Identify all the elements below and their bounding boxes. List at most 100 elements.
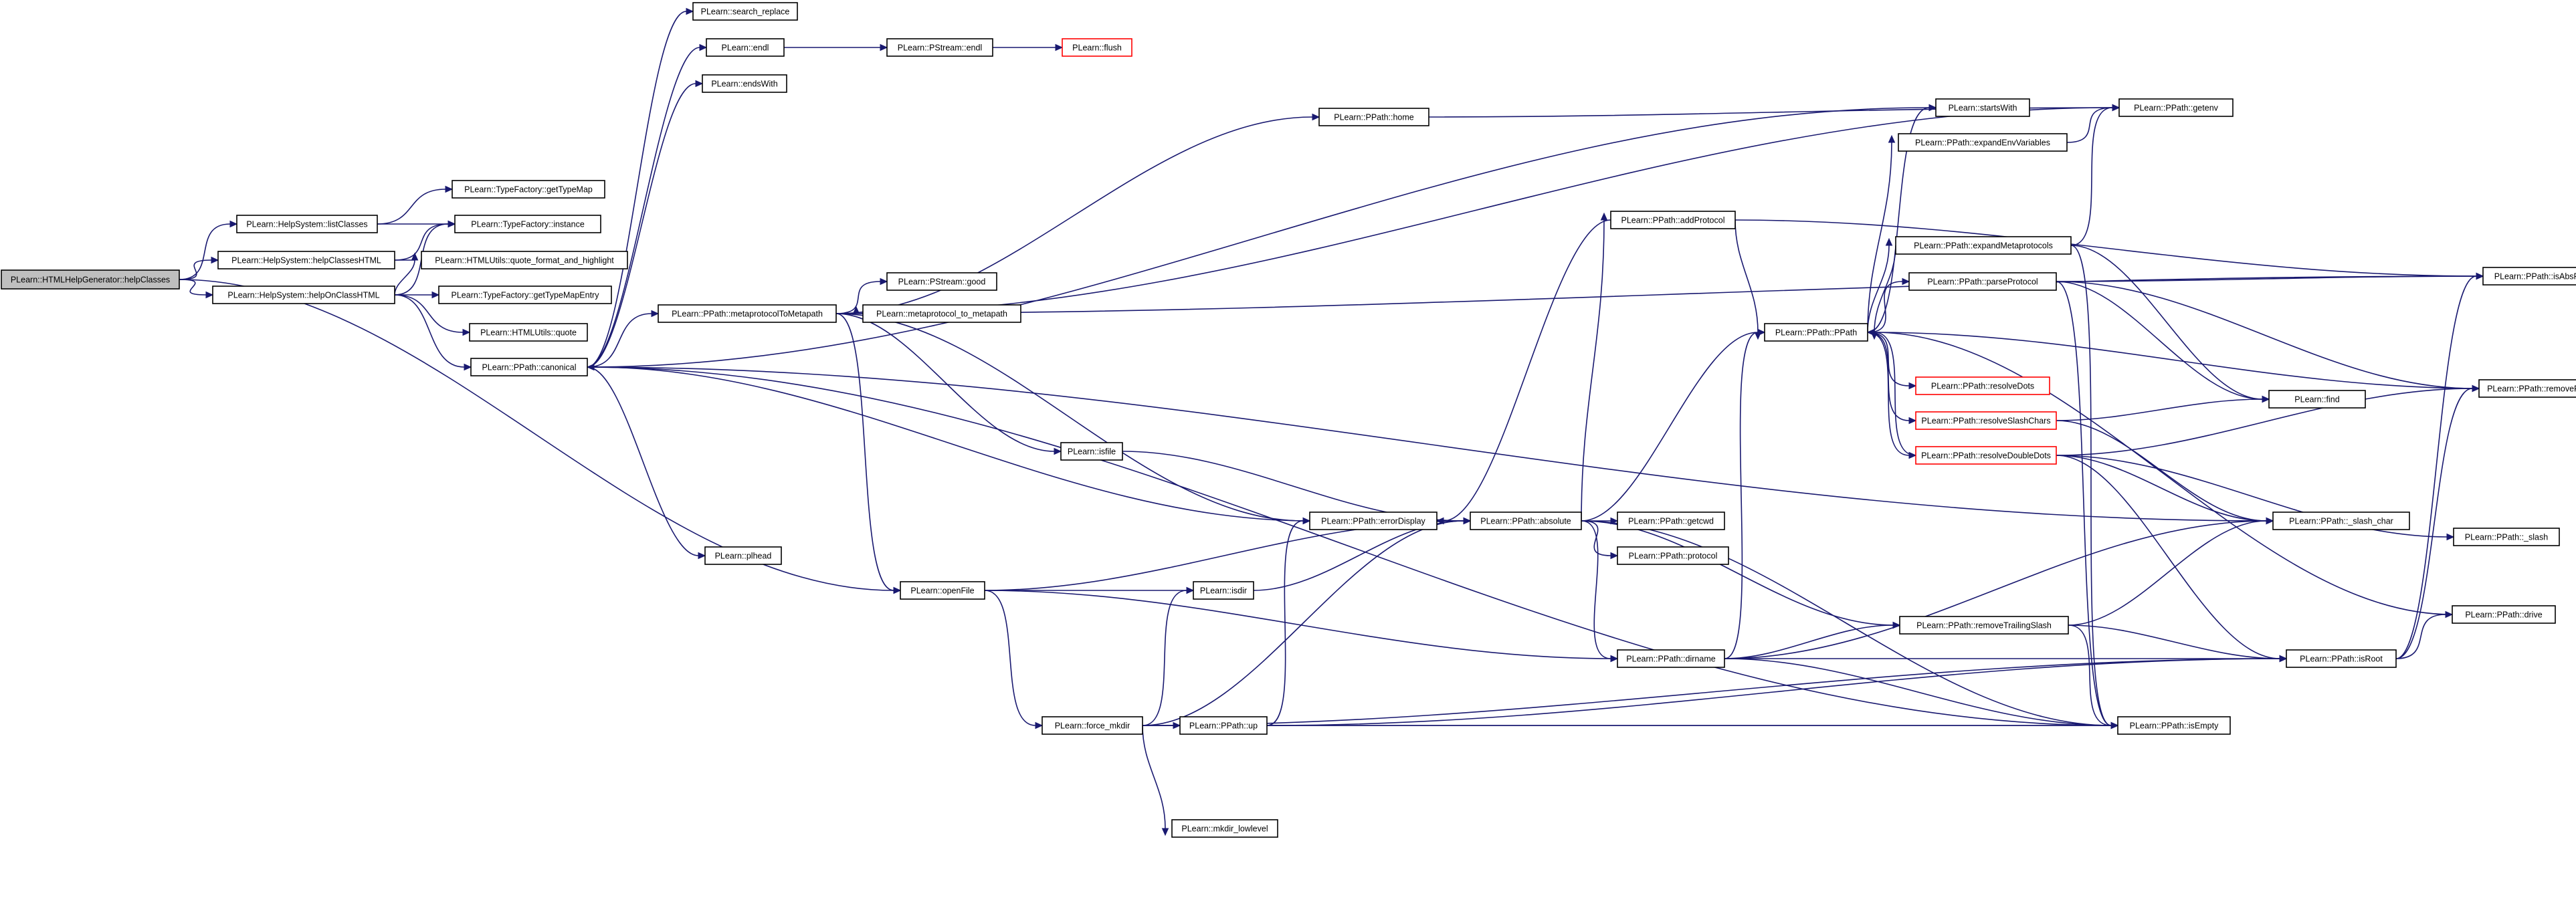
node-box: [469, 323, 588, 342]
arrowhead-ppath-ctor-to-expand-metaprotocols: [1885, 237, 1893, 246]
node-box: [1179, 716, 1268, 735]
node-expand-env-variables[interactable]: PLearn::PPath::expandEnvVariables: [1898, 133, 2068, 152]
node-help-classes-html[interactable]: PLearn::HelpSystem::helpClassesHTML: [217, 251, 395, 269]
node-label: PLearn::PPath::expandEnvVariables: [1915, 138, 2050, 148]
node-slash[interactable]: PLearn::PPath::_slash: [2453, 528, 2560, 546]
edge-error-display-to-canonical: [593, 366, 1310, 522]
node-label: PLearn::search_replace: [701, 7, 790, 17]
edge-is-root-to-is-abs-path: [2395, 275, 2477, 659]
edge-resolve-double-dots-to-slash-char: [2056, 455, 2267, 522]
node-is-empty[interactable]: PLearn::PPath::isEmpty: [2117, 716, 2231, 735]
node-metaprotocol-to-metapath-fn[interactable]: PLearn::metaprotocol_to_metapath: [862, 304, 1021, 323]
node-dirname[interactable]: PLearn::PPath::dirname: [1617, 649, 1725, 668]
edge-force-mkdir-to-mkdir-lowlevel: [1142, 725, 1166, 829]
node-box: [886, 38, 993, 57]
node-resolve-slash-chars[interactable]: PLearn::PPath::resolveSlashChars: [1915, 411, 2057, 430]
node-mkdir-lowlevel[interactable]: PLearn::mkdir_lowlevel: [1171, 819, 1278, 838]
arrowhead-pstream-endl-to-flush: [1055, 43, 1064, 51]
arrowhead-remove-trailing-slash-to-slash-char: [2266, 517, 2274, 525]
node-drive[interactable]: PLearn::PPath::drive: [2452, 605, 2556, 624]
node-label: PLearn::PPath::removeProtocol: [2487, 384, 2576, 394]
edge-ppath-ctor-to-resolve-double-dots: [1867, 332, 1910, 456]
edge-open-file-to-dirname: [984, 590, 1611, 659]
node-getcwd[interactable]: PLearn::PPath::getcwd: [1617, 512, 1725, 530]
node-endl[interactable]: PLearn::endl: [706, 38, 785, 57]
arrowhead-resolve-slash-chars-to-find: [2262, 395, 2270, 403]
node-box: [470, 358, 588, 376]
edge-absolute-to-ppath-ctor: [1581, 332, 1759, 522]
node-plhead[interactable]: PLearn::plhead: [704, 546, 782, 565]
node-get-type-map[interactable]: PLearn::TypeFactory::getTypeMap: [452, 180, 605, 199]
edge-root-to-help-classes-html: [179, 259, 212, 280]
node-label: PLearn::startsWith: [1949, 104, 2017, 113]
edge-dirname-to-slash-char: [1724, 520, 2267, 659]
node-ppath-ctor[interactable]: PLearn::PPath::PPath: [1764, 323, 1868, 342]
node-add-protocol[interactable]: PLearn::PPath::addProtocol: [1610, 211, 1736, 229]
edge-expand-metaprotocols-to-ppath-ctor: [1874, 245, 1896, 333]
arrowhead-root-to-list-classes: [229, 220, 238, 228]
node-is-abs-path[interactable]: PLearn::PPath::isAbsPath: [2482, 267, 2576, 286]
node-label: PLearn::PPath::expandMetaprotocols: [1914, 241, 2053, 251]
node-protocol[interactable]: PLearn::PPath::protocol: [1617, 546, 1729, 565]
node-label: PLearn::PPath::protocol: [1629, 552, 1718, 561]
node-open-file[interactable]: PLearn::openFile: [900, 581, 985, 600]
node-force-mkdir[interactable]: PLearn::force_mkdir: [1042, 716, 1143, 735]
node-remove-trailing-slash[interactable]: PLearn::PPath::removeTrailingSlash: [1899, 616, 2069, 635]
node-label: PLearn::PPath::errorDisplay: [1321, 517, 1425, 526]
edge-canonical-to-slash-char: [587, 366, 2267, 522]
edge-metaprotocol-to-metapath-to-is-abs-path: [835, 275, 2477, 314]
node-getenv[interactable]: PLearn::PPath::getenv: [2118, 98, 2234, 117]
node-canonical[interactable]: PLearn::PPath::canonical: [470, 358, 588, 376]
node-pstream-endl[interactable]: PLearn::PStream::endl: [886, 38, 993, 57]
node-metaprotocol-to-metapath[interactable]: PLearn::PPath::metaprotocolToMetapath: [658, 304, 837, 323]
node-root[interactable]: PLearn::HTMLHelpGenerator::helpClasses: [1, 269, 180, 290]
node-ends-with[interactable]: PLearn::endsWith: [702, 74, 787, 93]
node-search-replace[interactable]: PLearn::search_replace: [692, 2, 798, 21]
node-label: PLearn::HelpSystem::helpOnClassHTML: [227, 291, 379, 300]
node-isdir[interactable]: PLearn::isdir: [1193, 581, 1254, 600]
node-flush[interactable]: PLearn::flush: [1062, 38, 1132, 57]
edge-help-on-class-html-to-html-quote: [394, 294, 464, 333]
node-absolute[interactable]: PLearn::PPath::absolute: [1470, 512, 1582, 530]
node-parse-protocol[interactable]: PLearn::PPath::parseProtocol: [1908, 272, 2057, 291]
node-isfile[interactable]: PLearn::isfile: [1060, 442, 1123, 461]
node-label: PLearn::PPath::resolveDots: [1931, 382, 2034, 391]
node-up[interactable]: PLearn::PPath::up: [1179, 716, 1268, 735]
node-list-classes[interactable]: PLearn::HelpSystem::listClasses: [236, 215, 378, 233]
edge-absolute-to-dirname: [1581, 520, 1611, 659]
node-quote-format[interactable]: PLearn::HTMLUtils::quote_format_and_high…: [421, 251, 628, 269]
node-find[interactable]: PLearn::find: [2268, 390, 2366, 409]
node-resolve-double-dots[interactable]: PLearn::PPath::resolveDoubleDots: [1915, 446, 2057, 465]
node-remove-protocol[interactable]: PLearn::PPath::removeProtocol: [2478, 379, 2576, 398]
arrowhead-canonical-to-ends-with: [695, 80, 704, 88]
node-box: [452, 180, 605, 199]
edge-absolute-to-remove-trailing-slash: [1581, 520, 1894, 626]
node-label: PLearn::plhead: [715, 552, 772, 561]
node-error-display[interactable]: PLearn::PPath::errorDisplay: [1309, 512, 1438, 530]
node-box: [2286, 649, 2397, 668]
node-home[interactable]: PLearn::PPath::home: [1318, 108, 1429, 126]
node-instance[interactable]: PLearn::TypeFactory::instance: [454, 215, 601, 233]
node-starts-with[interactable]: PLearn::startsWith: [1935, 98, 2030, 117]
node-html-quote[interactable]: PLearn::HTMLUtils::quote: [469, 323, 588, 342]
arrowhead-add-protocol-to-error-display: [1435, 517, 1444, 525]
node-help-on-class-html[interactable]: PLearn::HelpSystem::helpOnClassHTML: [212, 286, 395, 304]
node-pstream-good[interactable]: PLearn::PStream::good: [886, 272, 997, 291]
edge-add-protocol-to-error-display: [1443, 219, 1611, 522]
node-label: PLearn::metaprotocol_to_metapath: [876, 310, 1007, 319]
node-box: [658, 304, 837, 323]
arrowhead-ppath-ctor-to-starts-with: [1928, 104, 1937, 112]
node-label: PLearn::openFile: [910, 586, 974, 596]
edge-dirname-to-remove-trailing-slash: [1724, 625, 1894, 659]
node-get-type-map-entry[interactable]: PLearn::TypeFactory::getTypeMapEntry: [438, 286, 612, 304]
edge-metaprotocol-to-metapath-to-isfile: [835, 313, 1055, 452]
node-label: PLearn::find: [2294, 395, 2339, 405]
node-label: PLearn::PStream::good: [898, 277, 986, 287]
node-slash-char[interactable]: PLearn::PPath::_slash_char: [2272, 512, 2410, 530]
arrowhead-error-display-to-canonical: [586, 363, 595, 371]
arrowhead-help-on-class-html-to-html-quote: [462, 328, 471, 336]
node-expand-metaprotocols[interactable]: PLearn::PPath::expandMetaprotocols: [1895, 236, 2072, 255]
node-resolve-dots[interactable]: PLearn::PPath::resolveDots: [1915, 376, 2050, 395]
node-is-root[interactable]: PLearn::PPath::isRoot: [2286, 649, 2397, 668]
